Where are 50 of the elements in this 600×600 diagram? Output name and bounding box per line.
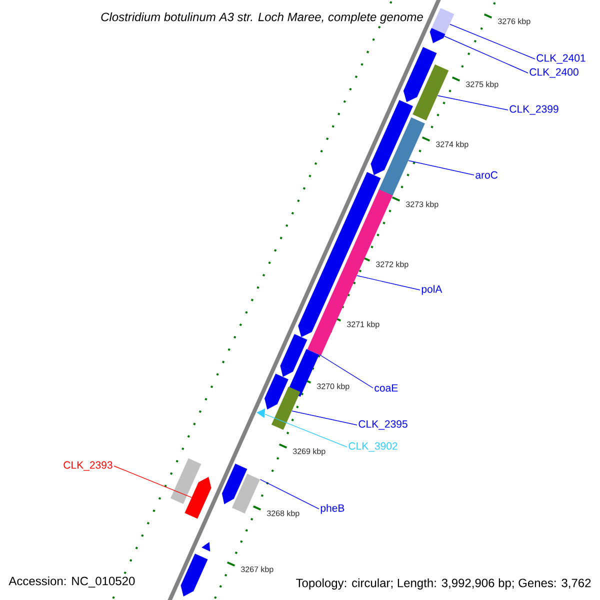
leader-line: [450, 24, 536, 60]
gene-feature: [378, 117, 425, 198]
gene-label: polA: [422, 285, 442, 295]
gene-feature: [170, 458, 202, 504]
gene-label: pheB: [320, 504, 344, 514]
gene-label: aroC: [476, 171, 498, 179]
leader-line: [114, 466, 192, 498]
leader-line: [408, 160, 474, 176]
leader-line: [260, 479, 320, 510]
leader-line: [292, 410, 358, 426]
scale-label: 3267 kbp: [241, 566, 274, 574]
gene-label: coaE: [374, 384, 398, 392]
gene-feature: [180, 554, 208, 596]
scale-label: 3275 kbp: [466, 81, 498, 89]
gene-label: CLK_2399: [510, 105, 558, 115]
scale-label: 3273 kbp: [406, 201, 438, 209]
accession-text: Accession: NC_010520: [8, 576, 136, 588]
leader-line: [437, 95, 508, 110]
gene-feature: [412, 64, 449, 121]
gene-marker: [202, 542, 210, 552]
leader-line: [319, 354, 374, 388]
gene-feature: [264, 374, 288, 410]
gene-feature: [184, 476, 212, 519]
leader-line: [356, 275, 420, 290]
scale-label: 3268 kbp: [267, 510, 300, 518]
title: Clostridium botulinum A3 str. Loch Maree, complete genome: [100, 11, 424, 25]
gene-marker: [256, 408, 266, 418]
gene-feature: [403, 47, 437, 102]
gene-label: CLK_2395: [358, 420, 408, 430]
scale-label: 3270 kbp: [317, 383, 350, 391]
leader-line: [264, 414, 348, 448]
scale-label: 3276 kbp: [498, 18, 530, 26]
gene-feature: [271, 386, 300, 430]
gene-feature: [432, 8, 454, 34]
scale-label: 3274 kbp: [436, 141, 468, 149]
gene-feature: [430, 28, 446, 44]
gene-label: CLK_2401: [536, 54, 586, 64]
scale-label: 3269 kbp: [293, 448, 326, 456]
gene-feature: [232, 474, 260, 514]
gene-feature: [307, 189, 393, 356]
genome-info-text: Topology: circular; Length: 3,992,906 bp; Genes: 3,762: [295, 578, 592, 590]
gene-label: CLK_3902: [348, 442, 398, 452]
scale-label: 3272 kbp: [376, 261, 408, 269]
scale-label: 3271 kbp: [347, 321, 380, 329]
gene-label: CLK_2393: [64, 461, 112, 471]
gene-feature: [222, 464, 248, 504]
leader-line: [444, 36, 528, 74]
gene-feature: [280, 334, 308, 377]
gene-feature: [370, 100, 413, 176]
gene-label: CLK_2400: [530, 68, 578, 78]
